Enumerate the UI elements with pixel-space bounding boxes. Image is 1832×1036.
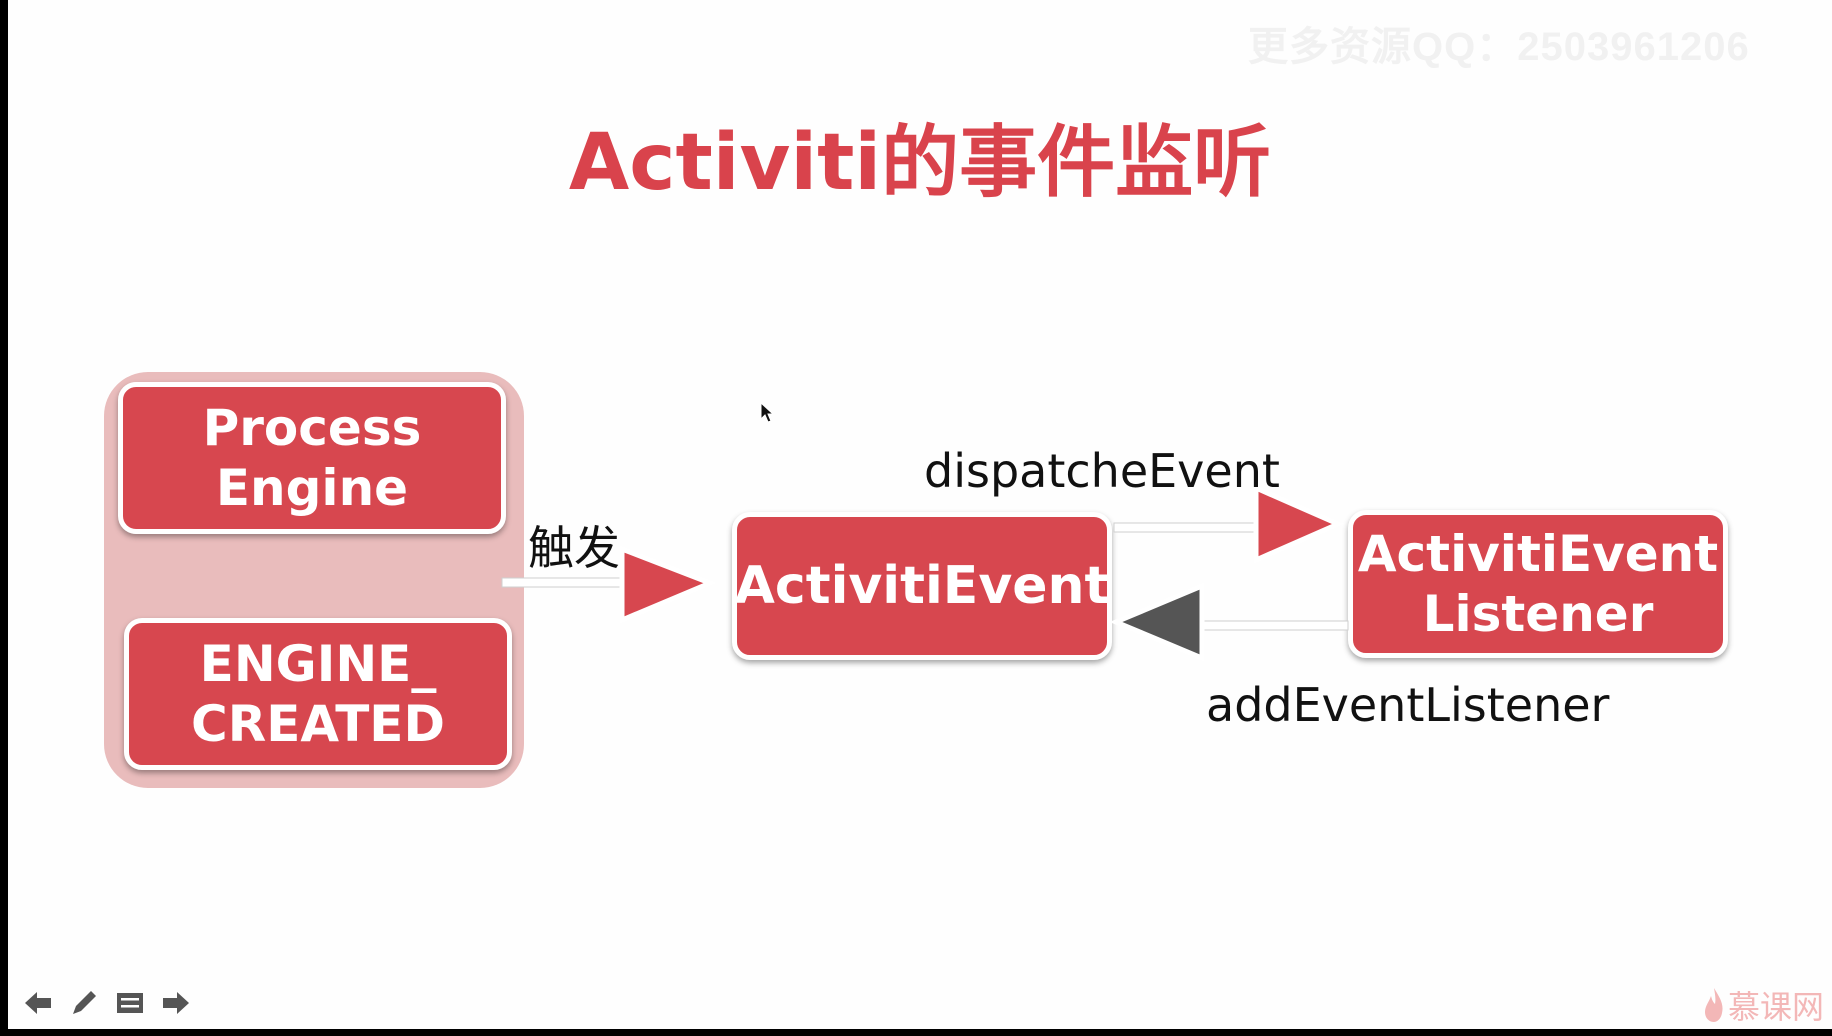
watermark: 更多资源QQ：2503961206 — [1248, 25, 1750, 69]
slide-toolbar — [22, 988, 192, 1018]
add-listener-label: addEventListener — [1206, 678, 1610, 732]
arrow-right-icon[interactable] — [160, 988, 192, 1018]
brand-logo: 慕课网 — [1702, 982, 1824, 1028]
process-engine-node: Process Engine — [118, 382, 506, 534]
arrow-left-icon[interactable] — [22, 988, 54, 1018]
trigger-arrow-head — [619, 545, 717, 624]
trigger-label: 触发 — [528, 521, 620, 575]
dispatch-arrow-shaft — [1113, 522, 1263, 533]
connector-arrows — [501, 484, 1349, 662]
dispatch-arrow-head — [1253, 484, 1345, 564]
slide: 更多资源QQ：2503961206 Activiti的事件监听 Process … — [8, 0, 1832, 1029]
brand-text: 慕课网 — [1728, 988, 1825, 1026]
dispatch-label: dispatcheEvent — [924, 444, 1280, 498]
mouse-cursor-icon — [760, 402, 775, 423]
menu-icon[interactable] — [114, 988, 146, 1018]
add-listener-arrow-head — [1109, 582, 1205, 662]
engine-created-node: ENGINE_ CREATED — [124, 618, 512, 770]
slide-title: Activiti的事件监听 — [568, 118, 1272, 208]
add-listener-arrow-shaft — [1199, 620, 1349, 631]
activiti-event-node: ActivitiEvent — [732, 512, 1112, 660]
activiti-event-listener-node: ActivitiEvent Listener — [1348, 510, 1728, 658]
pen-icon[interactable] — [68, 988, 100, 1018]
flame-icon — [1705, 988, 1723, 1022]
trigger-arrow-shaft — [501, 577, 629, 588]
